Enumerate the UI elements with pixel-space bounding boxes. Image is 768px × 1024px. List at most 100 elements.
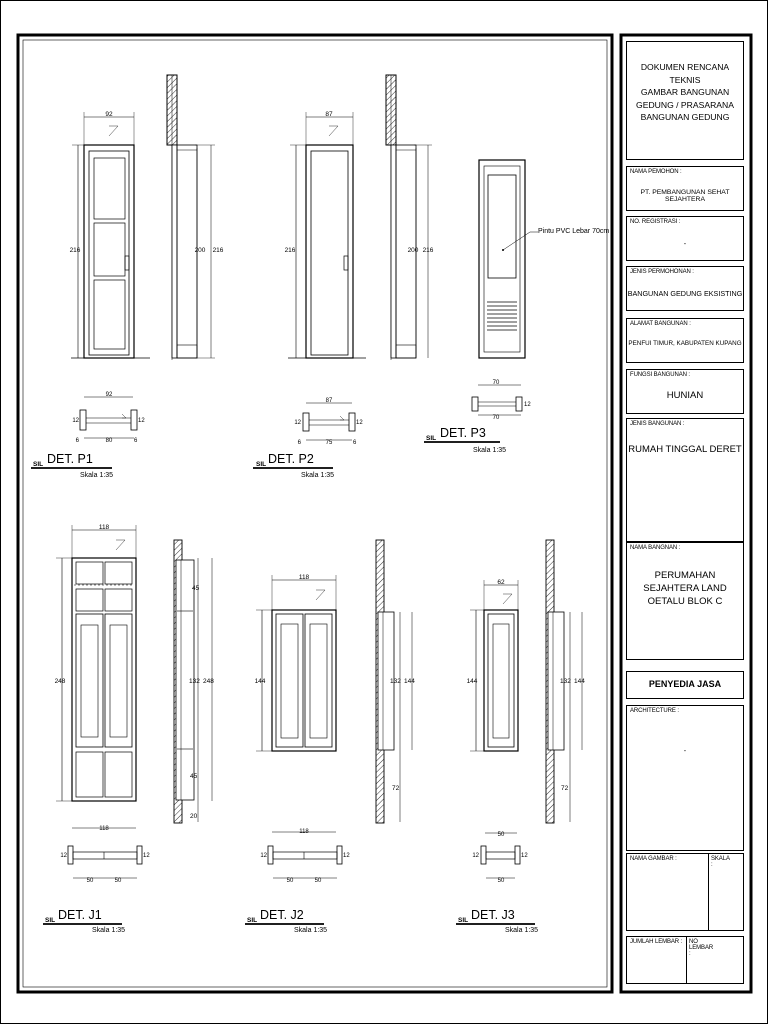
door-panel xyxy=(93,157,126,220)
svg-text:45: 45 xyxy=(192,585,200,592)
svg-text:50: 50 xyxy=(115,878,122,884)
field-label: NO. REGISTRASI : xyxy=(630,219,681,225)
svg-text:87: 87 xyxy=(326,398,333,404)
field-label: ARCHITECTURE : xyxy=(630,708,679,714)
svg-text:248: 248 xyxy=(55,678,66,685)
field-label: SKALA : xyxy=(711,856,730,868)
svg-text:6: 6 xyxy=(134,438,138,444)
detail-p2: 87 216 200 216 87 75 12 12 6 6 SIL DET. … xyxy=(253,74,434,479)
door-frame xyxy=(478,159,526,359)
svg-text:118: 118 xyxy=(299,574,310,581)
svg-text:118: 118 xyxy=(299,829,309,835)
svg-text:Skala 1:35: Skala 1:35 xyxy=(294,927,327,934)
door-panel xyxy=(487,174,517,279)
title-block: DOKUMEN RENCANA TEKNIS GAMBAR BANGUNAN G… xyxy=(622,35,748,992)
svg-text:SIL: SIL xyxy=(256,461,266,468)
svg-text:Skala 1:35: Skala 1:35 xyxy=(92,927,125,934)
detail-j1: 118 248 45 132 248 45 20 118 50 50 12 12… xyxy=(43,524,214,934)
svg-text:132: 132 xyxy=(390,678,401,685)
alamat-value: PENFUI TIMUR, KABUPATEN KUPANG xyxy=(628,340,742,347)
detail-label: DET. P1 xyxy=(47,452,93,466)
field-label: ALAMAT BANGUNAN : xyxy=(630,321,691,327)
title-line: DOKUMEN RENCANA TEKNIS xyxy=(640,62,730,85)
architecture-value: - xyxy=(683,746,687,755)
svg-text:SIL: SIL xyxy=(247,917,257,924)
nama-pemohon-value: PT. PEMBANGUNAN SEHAT SEJAHTERA xyxy=(640,189,730,203)
nama-bangunan-cell: NAMA BANGNAN : PERUMAHAN SEJAHTERA LAND … xyxy=(626,542,744,660)
field-label: NO LEMBAR : xyxy=(689,939,714,957)
nama-pemohon-cell: NAMA PEMOHON : PT. PEMBANGUNAN SEHAT SEJ… xyxy=(626,166,744,211)
svg-text:216: 216 xyxy=(285,247,296,254)
svg-text:144: 144 xyxy=(467,678,478,685)
svg-text:45: 45 xyxy=(190,773,198,780)
jenis-permohonan-value: BANGUNAN GEDUNG EKSISTING xyxy=(627,289,743,298)
detail-label: DET. P2 xyxy=(268,452,314,466)
door-leaf xyxy=(310,150,349,356)
window-frame xyxy=(483,609,519,752)
penyedia-jasa-cell: PENYEDIA JASA xyxy=(626,671,744,699)
svg-text:12: 12 xyxy=(60,853,67,859)
svg-text:132: 132 xyxy=(189,678,200,685)
nama-bangunan-line: OETALU BLOK C xyxy=(647,596,723,607)
svg-text:Skala 1:35: Skala 1:35 xyxy=(473,447,506,454)
svg-text:SIL: SIL xyxy=(33,461,43,468)
title-block-frame xyxy=(619,33,753,994)
alamat-cell: ALAMAT BANGUNAN : PENFUI TIMUR, KABUPATE… xyxy=(626,318,744,363)
title-line: GAMBAR BANGUNAN xyxy=(640,87,730,97)
window-sash xyxy=(487,613,515,748)
svg-text:12: 12 xyxy=(356,420,363,426)
svg-text:70: 70 xyxy=(493,415,500,421)
svg-text:12: 12 xyxy=(343,853,350,859)
fungsi-cell: FUNGSI BANGUNAN : HUNIAN xyxy=(626,369,744,414)
svg-text:70: 70 xyxy=(493,380,500,386)
callout-note: Pintu PVC Lebar 70cm xyxy=(538,228,609,235)
detail-label: DET. J3 xyxy=(471,908,515,922)
svg-text:118: 118 xyxy=(99,524,110,531)
title-line: BANGUNAN GEDUNG xyxy=(640,112,730,122)
svg-text:50: 50 xyxy=(498,832,505,838)
window-sash xyxy=(304,613,333,748)
jenis-permohonan-cell: JENIS PERMOHONAN : BANGUNAN GEDUNG EKSIS… xyxy=(626,266,744,311)
field-label: FUNGSI BANGUNAN : xyxy=(630,372,690,378)
field-label: NAMA BANGNAN : xyxy=(630,545,681,551)
field-label: JENIS PERMOHONAN : xyxy=(630,269,694,275)
svg-text:Skala 1:35: Skala 1:35 xyxy=(80,472,113,479)
dim-width: 92 xyxy=(105,111,113,118)
window-frame xyxy=(271,609,337,752)
svg-text:248: 248 xyxy=(203,678,214,685)
door-frame xyxy=(83,144,135,359)
lembar-cell: JUMLAH LEMBAR : NO LEMBAR : xyxy=(626,936,744,984)
svg-text:50: 50 xyxy=(315,878,322,884)
svg-text:72: 72 xyxy=(392,785,400,792)
field-label: NAMA GAMBAR : xyxy=(630,856,677,862)
svg-text:92: 92 xyxy=(106,392,113,398)
svg-text:SIL: SIL xyxy=(458,917,468,924)
svg-text:144: 144 xyxy=(574,678,585,685)
field-label: JENIS BANGUNAN : xyxy=(630,421,685,427)
penyedia-jasa-heading: PENYEDIA JASA xyxy=(648,679,722,689)
detail-label: DET. P3 xyxy=(440,426,486,440)
svg-text:118: 118 xyxy=(99,826,109,832)
drawing-frame xyxy=(16,33,614,994)
door-handle xyxy=(343,255,349,271)
svg-text:6: 6 xyxy=(76,438,80,444)
jenis-bangunan-cell: JENIS BANGUNAN : RUMAH TINGGAL DERET xyxy=(626,418,744,542)
svg-text:12: 12 xyxy=(72,418,79,424)
svg-text:6: 6 xyxy=(298,440,302,446)
detail-j3: 62 144 132 144 72 50 50 12 12 SIL DET. J… xyxy=(456,539,585,934)
detail-p1: 92 216 200 216 92 80 12 12 6 6 SIL xyxy=(31,74,224,479)
skala-divider: SKALA : xyxy=(708,854,730,930)
svg-text:12: 12 xyxy=(138,418,145,424)
detail-label: DET. J1 xyxy=(58,908,102,922)
detail-p3: Pintu PVC Lebar 70cm 70 70 12 SIL DET. P… xyxy=(424,159,609,454)
svg-text:50: 50 xyxy=(287,878,294,884)
svg-text:SIL: SIL xyxy=(426,435,436,442)
svg-text:12: 12 xyxy=(260,853,267,859)
no-registrasi-cell: NO. REGISTRASI : - xyxy=(626,216,744,261)
jenis-bangunan-value: RUMAH TINGGAL DERET xyxy=(628,444,742,455)
svg-text:132: 132 xyxy=(560,678,571,685)
svg-text:87: 87 xyxy=(325,111,333,118)
svg-text:200: 200 xyxy=(195,247,206,254)
nama-gambar-cell: NAMA GAMBAR : SKALA : xyxy=(626,853,744,931)
door-leaf xyxy=(88,150,130,356)
